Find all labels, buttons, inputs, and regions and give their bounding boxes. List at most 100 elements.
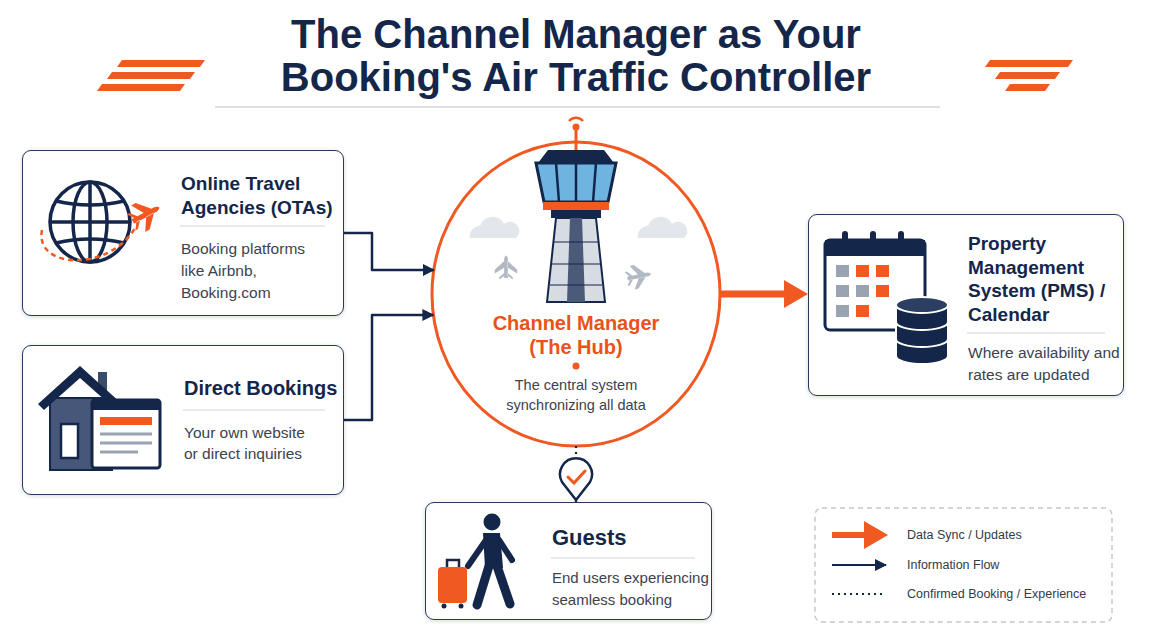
traveler-icon: [499, 540, 512, 560]
control-tower-illustration: [551, 210, 601, 218]
browser-window-icon: [100, 451, 138, 454]
separator-line: [967, 332, 1105, 333]
node-heading: Online Travel Agencies (OTAs): [181, 172, 346, 220]
traveler-icon: [497, 566, 510, 604]
plane-icon: [124, 194, 166, 236]
plane-icon: [623, 262, 653, 291]
legend-label: Data Sync / Updates: [907, 527, 1022, 543]
calendar-icon: [836, 285, 849, 297]
separator-line: [180, 225, 325, 226]
plane-icon: [495, 256, 518, 280]
suitcase-icon: [447, 560, 459, 568]
control-tower-illustration: [536, 163, 616, 202]
globe-icon: [50, 182, 130, 262]
suitcase-icon: [442, 604, 447, 609]
legend-label: Confirmed Booking / Experience: [907, 586, 1086, 602]
node-description: End users experiencing seamless booking: [552, 567, 712, 611]
check-pin: [568, 471, 585, 483]
node-heading: Property Management System (PMS) / Calen…: [968, 232, 1116, 326]
globe-icon: [50, 220, 130, 224]
control-tower-illustration: [569, 118, 583, 121]
hub-circle: Channel Manager (The Hub)The central sys…: [430, 140, 722, 448]
traveler-icon: [483, 533, 503, 568]
house-icon: [50, 398, 112, 470]
calendar-icon: [842, 231, 848, 248]
calendar-icon: [870, 231, 876, 248]
legend-sample: [832, 564, 886, 566]
hub-divider-dot: [573, 363, 580, 370]
legend-sample: [832, 532, 872, 538]
system-box: Property Management System (PMS) / Calen…: [808, 214, 1124, 396]
information-flow-arrow: [344, 315, 433, 420]
legend-sample: [832, 593, 886, 595]
flight-path: [41, 226, 136, 260]
separator-line: [551, 557, 695, 558]
browser-window-icon: [100, 417, 152, 425]
house-icon: [38, 366, 122, 470]
globe-icon: [56, 201, 124, 205]
hub-circle-outline: [432, 142, 720, 446]
globe-icon: [50, 182, 130, 262]
booking-dotted-line: [575, 446, 577, 502]
browser-window-icon: [100, 442, 152, 445]
title-stripes: [117, 60, 205, 67]
browser-window-icon: [92, 400, 160, 468]
check-pin: [560, 458, 592, 500]
separator-line: [183, 409, 325, 410]
traveler-icon: [468, 540, 486, 566]
control-tower-illustration: [575, 163, 578, 202]
control-tower-illustration: [567, 218, 585, 302]
globe-icon: [56, 239, 124, 243]
title-rule: [215, 106, 940, 108]
calendar-icon: [876, 285, 889, 297]
information-flow-arrow: [344, 233, 434, 270]
node-description: Booking platforms like Airbnb, Booking.c…: [181, 238, 326, 304]
control-tower-illustration: [556, 163, 559, 202]
calendar-icon: [876, 265, 889, 277]
house-icon: [38, 366, 122, 410]
legend-frame: [815, 508, 1112, 622]
calendar-icon: [825, 231, 925, 330]
suitcase-icon: [438, 560, 467, 609]
flight-path: [41, 226, 136, 260]
control-tower-illustration: [593, 163, 596, 202]
source-box: Direct BookingsYour own website or direc…: [22, 345, 344, 495]
node-description: The central system synchronizing all dat…: [476, 375, 676, 415]
node-heading: Direct Bookings: [184, 376, 344, 400]
title-rule: [215, 107, 940, 108]
control-tower-illustration: [538, 150, 614, 163]
title-stripes: [97, 84, 185, 91]
node-description: Where availability and rates are updated: [968, 342, 1123, 386]
traveler-icon: [477, 566, 489, 605]
guest-box: GuestsEnd users experiencing seamless bo…: [425, 502, 712, 620]
browser-window-icon: [92, 400, 160, 410]
globe-icon: [88, 182, 92, 262]
control-tower-illustration: [547, 218, 605, 302]
control-tower-illustration: [550, 284, 602, 285]
calendar-icon: [836, 265, 849, 277]
source-box: Online Travel Agencies (OTAs) Booking pla…: [22, 150, 344, 316]
calendar-icon: [898, 231, 904, 248]
control-tower-illustration: [552, 263, 600, 264]
calendar-icon: [856, 285, 869, 297]
title-stripes: [985, 60, 1073, 67]
title-stripes: [1005, 84, 1050, 91]
control-tower-illustration: [543, 202, 609, 210]
calendar-icon: [825, 240, 925, 330]
control-tower-illustration: [573, 124, 580, 131]
calendar-icon: [856, 305, 869, 317]
title-stripes: [995, 72, 1060, 79]
cloud-icon: [638, 217, 687, 238]
check-pin: [560, 458, 592, 500]
legend-label: Information Flow: [907, 557, 999, 573]
plane-icon: [495, 256, 518, 280]
traveler-icon: [484, 514, 501, 531]
database-icon: [896, 297, 948, 364]
node-description: Your own website or direct inquiries: [184, 422, 319, 464]
legend-frame: [815, 508, 1112, 622]
calendar-icon: [825, 240, 925, 256]
control-tower-illustration: [536, 118, 616, 302]
house-icon: [61, 424, 78, 458]
house-icon: [98, 372, 107, 392]
